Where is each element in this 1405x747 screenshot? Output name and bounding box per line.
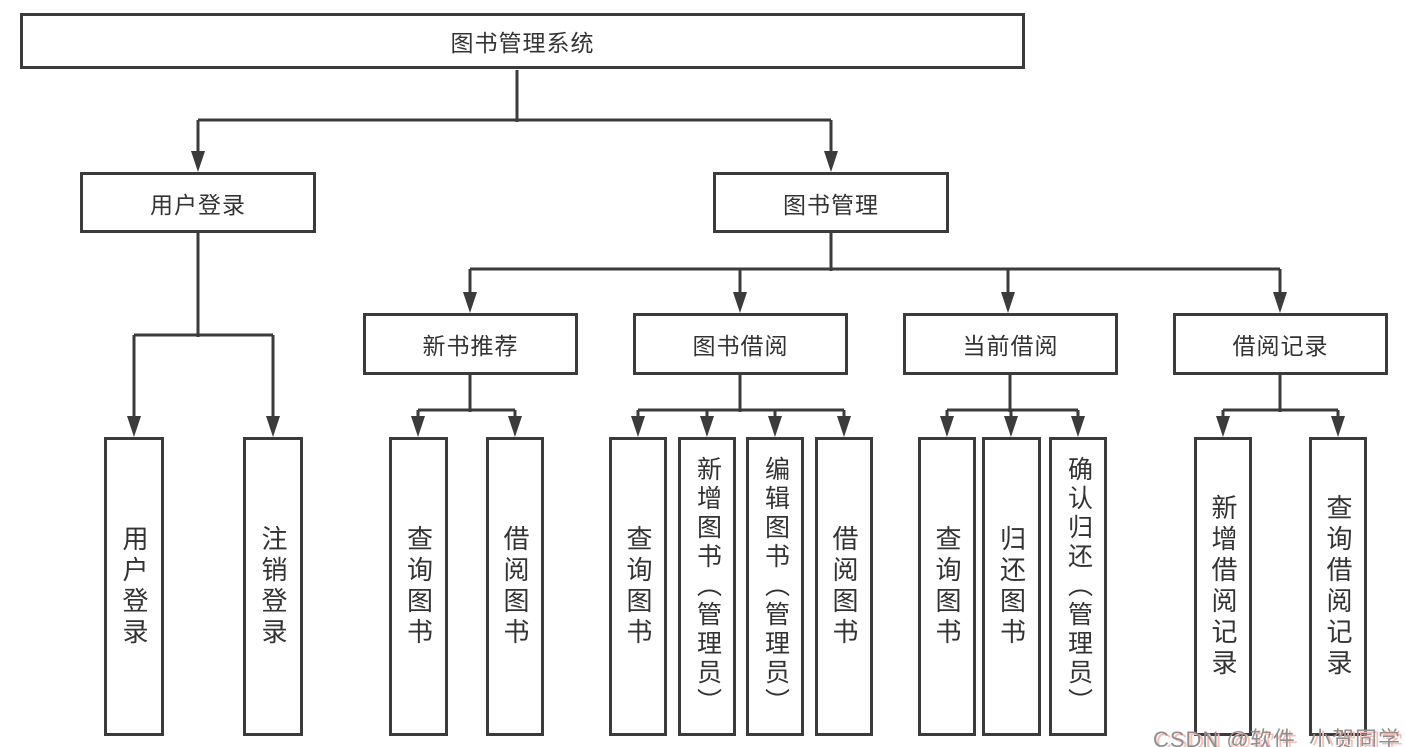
leaf-add-borrow-record: 新增借阅记录 (1194, 437, 1252, 736)
leaf-query-book-current: 查询图书 (918, 437, 976, 736)
node-label: 图书借阅 (692, 333, 789, 359)
leaf-add-book-admin: 新增图书（管理员） (678, 437, 736, 736)
node-label: 用户登录 (119, 524, 149, 649)
node-label: 用户登录 (150, 191, 246, 218)
node-label: 查询图书 (932, 524, 962, 649)
leaf-query-borrow-record: 查询借阅记录 (1309, 437, 1367, 736)
node-label: 归还图书 (996, 524, 1027, 649)
node-label: 借阅记录 (1232, 333, 1329, 359)
connector-path (132, 70, 1340, 419)
node-label: 新增图书（管理员） (693, 456, 722, 717)
node-label: 借阅图书 (500, 524, 530, 649)
node-label: 确认归还（管理员） (1064, 456, 1093, 717)
csdn-watermark: CSDN @软件_小贺同学 (1152, 727, 1401, 747)
node-current-borrow: 当前借阅 (903, 313, 1118, 375)
node-book-borrow: 图书借阅 (633, 313, 848, 375)
leaf-query-book-borrow: 查询图书 (609, 437, 667, 736)
node-label: 查询借阅记录 (1323, 493, 1353, 680)
leaf-confirm-return-admin: 确认归还（管理员） (1049, 437, 1107, 736)
leaf-borrow-book-recommend: 借阅图书 (486, 437, 544, 736)
leaf-query-book-recommend: 查询图书 (389, 437, 448, 736)
node-label: 新书推荐 (422, 333, 519, 359)
node-label: 图书管理系统 (450, 30, 595, 56)
node-new-book-recommend: 新书推荐 (363, 313, 578, 375)
node-book-management: 图书管理 (713, 172, 949, 233)
leaf-edit-book-admin: 编辑图书（管理员） (746, 437, 804, 736)
node-label: 当前借阅 (962, 333, 1059, 359)
node-label: 查询图书 (403, 524, 434, 649)
arrowheads (127, 151, 1345, 437)
leaf-user-login: 用户登录 (104, 437, 164, 736)
node-borrow-record: 借阅记录 (1173, 313, 1388, 375)
node-user-login-branch: 用户登录 (80, 172, 316, 233)
node-label: 查询图书 (623, 524, 653, 649)
node-label: 图书管理 (783, 191, 879, 218)
node-label: 新增借阅记录 (1208, 493, 1238, 680)
node-label: 编辑图书（管理员） (761, 456, 790, 717)
leaf-borrow-book: 借阅图书 (815, 437, 873, 736)
node-root: 图书管理系统 (20, 13, 1025, 69)
leaf-logout-login: 注销登录 (243, 437, 303, 736)
node-label: 注销登录 (258, 524, 288, 649)
node-label: 借阅图书 (829, 524, 859, 649)
leaf-return-book: 归还图书 (982, 437, 1041, 736)
